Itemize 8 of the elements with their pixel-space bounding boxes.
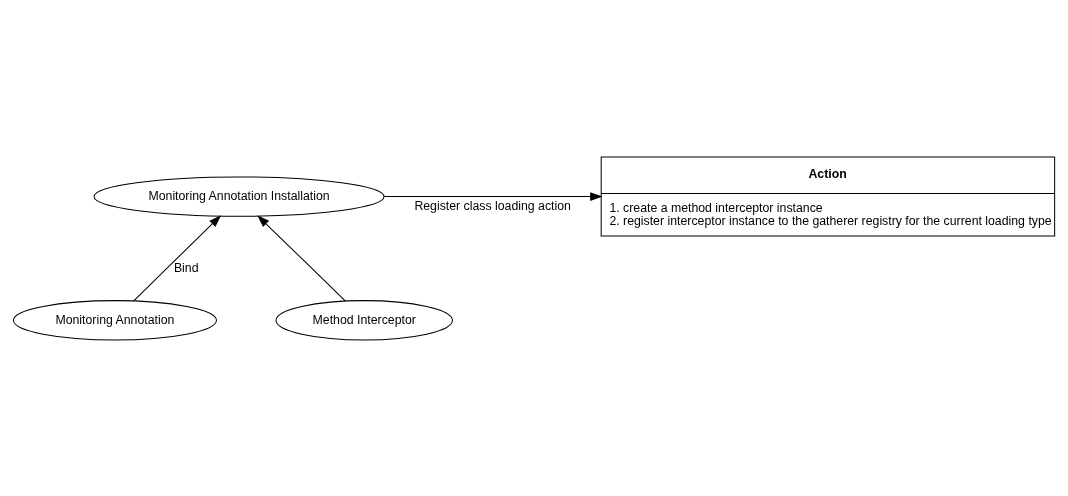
arrow <box>133 214 222 301</box>
arrow <box>257 214 346 302</box>
arrow <box>383 191 603 201</box>
node-ellipse: Monitoring Annotation <box>12 299 217 340</box>
edge-label: Bind <box>173 260 199 275</box>
node-ellipse: Method Interceptor <box>275 299 453 340</box>
node-ellipse: Monitoring Annotation Installation <box>93 175 385 217</box>
edge-label: Register class loading action <box>414 198 571 213</box>
